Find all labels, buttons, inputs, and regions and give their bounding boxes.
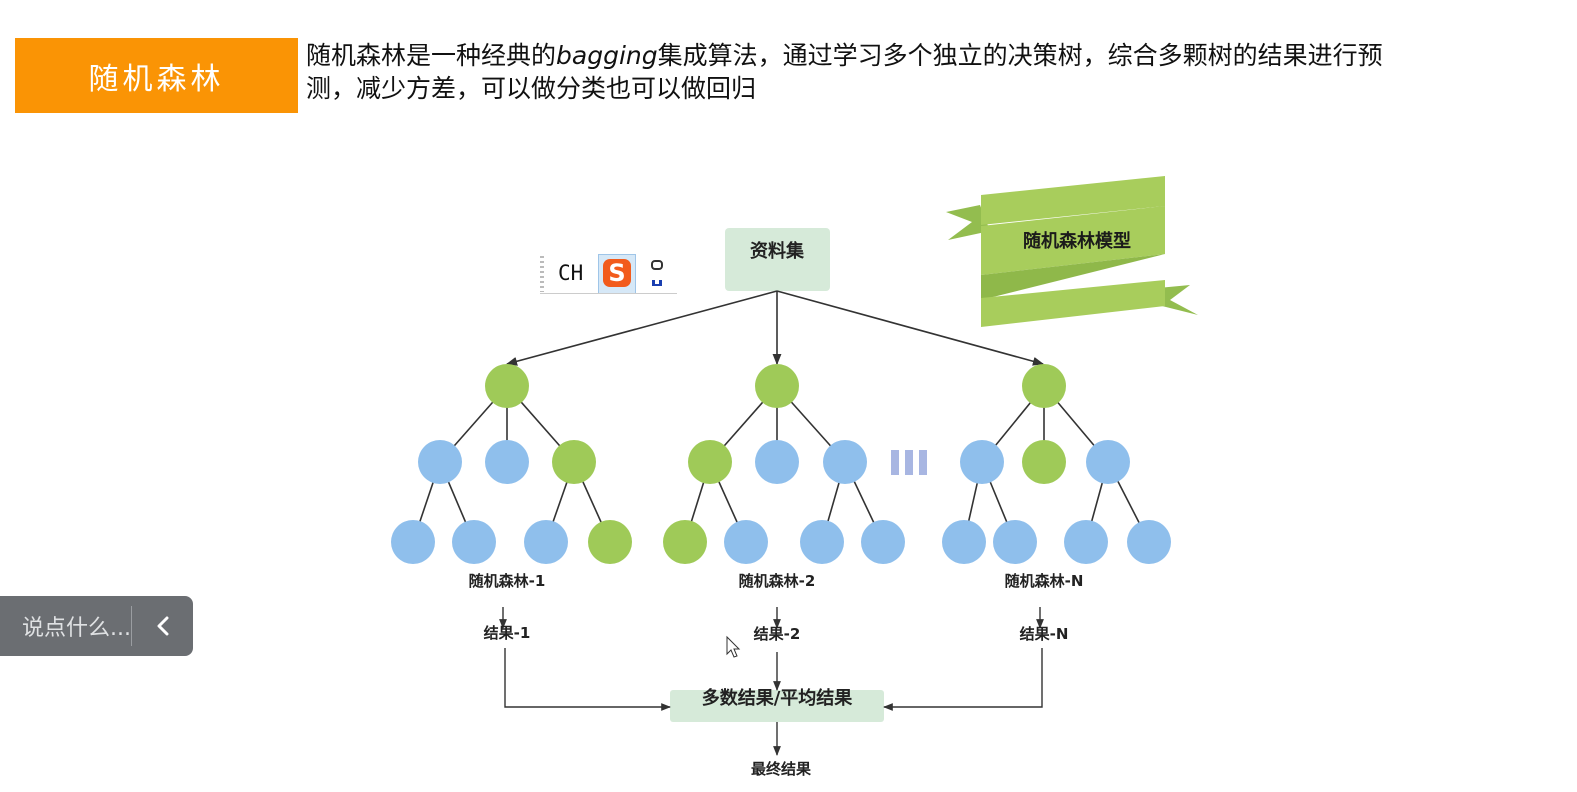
collapse-button[interactable] <box>132 596 193 656</box>
aggregate-box <box>670 690 884 722</box>
treeN-leaf <box>993 520 1037 564</box>
comment-placeholder[interactable]: 说点什么... <box>22 616 131 641</box>
dataset-arrow-1 <box>505 290 778 366</box>
comment-divider <box>131 606 132 646</box>
tree2-node <box>823 440 867 484</box>
tree1-node <box>552 440 596 484</box>
description-text-2: 集成算法，通过学习多个独立的决策树，综合多颗树的结果进行预测，减少方差，可以做分… <box>306 41 1383 103</box>
tree1-node <box>485 440 529 484</box>
treeN-node <box>1022 440 1066 484</box>
tree1-leaf <box>391 520 435 564</box>
tree1-label: 随机森林-1 <box>469 572 546 590</box>
mouse-cursor-icon <box>726 635 741 658</box>
tree2-leaf <box>861 520 905 564</box>
treeN-root-node <box>1022 364 1066 408</box>
result-N: 结果-N <box>1020 625 1069 643</box>
ime-punctuation-icon[interactable] <box>650 258 664 288</box>
ribbon-banner <box>946 176 1198 327</box>
treeN-leaf <box>1064 520 1108 564</box>
treeN-label: 随机森林-N <box>1005 572 1084 590</box>
sogou-logo-letter: S <box>603 259 631 287</box>
description: 随机森林是一种经典的bagging集成算法，通过学习多个独立的决策树，综合多颗树… <box>306 39 1386 105</box>
tree2-node <box>755 440 799 484</box>
result1-to-aggregate-arrow <box>504 648 671 711</box>
tree2-leaf <box>663 520 707 564</box>
tree2-label: 随机森林-2 <box>739 572 816 590</box>
description-text-1: 随机森林是一种经典的 <box>306 41 557 70</box>
treeN-node <box>960 440 1004 484</box>
tree2-leaf <box>800 520 844 564</box>
tree2-leaf <box>724 520 768 564</box>
resultN-to-aggregate-arrow <box>883 648 1043 711</box>
description-em: bagging <box>556 41 658 70</box>
tree1-root-node <box>485 364 529 408</box>
tree2-root-node <box>755 364 799 408</box>
tree1-node <box>418 440 462 484</box>
result-1: 结果-1 <box>484 624 531 642</box>
treeN-leaf <box>1127 520 1171 564</box>
dataset-label: 资料集 <box>750 240 805 262</box>
chevron-left-icon <box>157 616 168 636</box>
comment-bar[interactable]: 说点什么... <box>0 596 193 656</box>
result-2: 结果-2 <box>754 625 801 643</box>
title-banner: 随机森林 <box>15 38 298 113</box>
dataset-arrow-3 <box>776 290 1045 366</box>
tree1-leaf <box>588 520 632 564</box>
ime-divider <box>540 293 677 294</box>
page-title: 随机森林 <box>88 61 225 97</box>
ime-toolbar[interactable]: CH S <box>540 252 677 294</box>
tree2-node <box>688 440 732 484</box>
aggregate-label: 多数结果/平均结果 <box>702 687 854 709</box>
ime-drag-handle[interactable] <box>540 256 544 292</box>
final-label: 最终结果 <box>751 760 812 778</box>
ime-language-mode[interactable]: CH <box>558 261 584 285</box>
treeN-leaf <box>942 520 986 564</box>
treeN-node <box>1086 440 1130 484</box>
ellipsis-bars-icon <box>891 450 927 475</box>
tree1-leaf <box>524 520 568 564</box>
dataset-box <box>725 228 830 291</box>
tree1-leaf <box>452 520 496 564</box>
sogou-logo-icon[interactable]: S <box>598 254 636 294</box>
banner-label: 随机森林模型 <box>1023 230 1131 252</box>
